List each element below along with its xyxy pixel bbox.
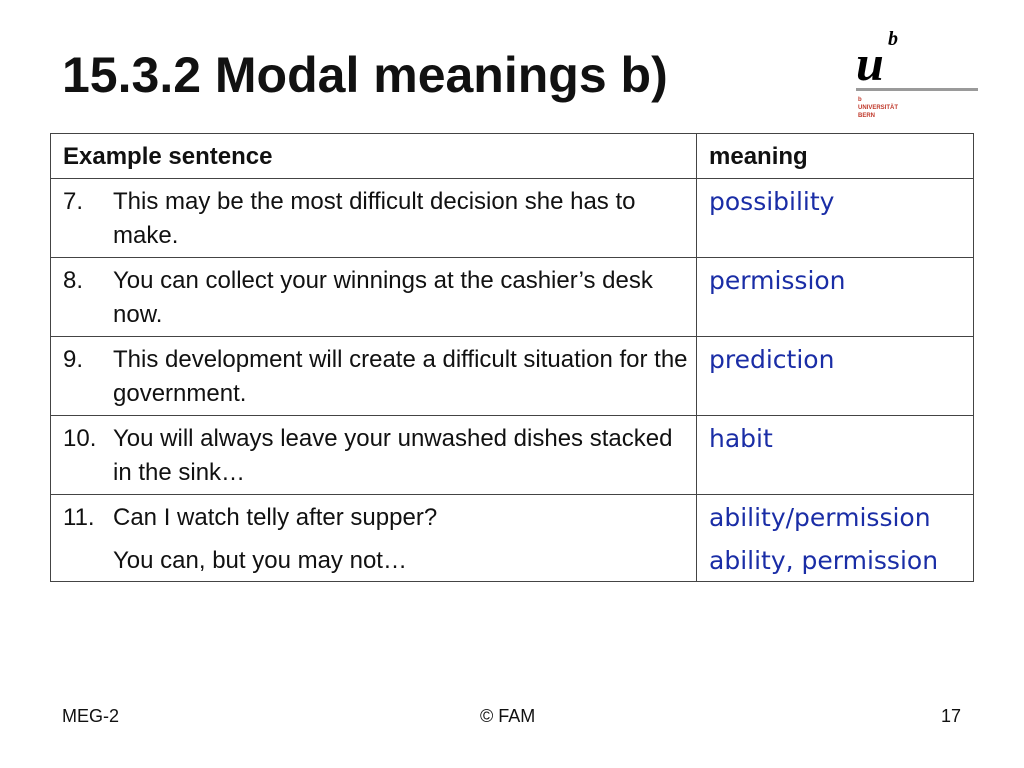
- example-sentence: This may be the most difficult decision …: [113, 188, 636, 249]
- logo-divider: [856, 88, 978, 91]
- sentence-cell: 8. You can collect your winnings at the …: [50, 257, 697, 337]
- logo-text-line: b: [858, 97, 862, 103]
- example-sentence: Can I watch telly after supper?: [113, 504, 438, 531]
- meaning-text-reply: ability, permission: [709, 546, 939, 575]
- meaning-cell: permission: [696, 257, 974, 337]
- logo-superscript: b: [888, 28, 898, 50]
- logo-text-line: UNIVERSITÄT: [858, 105, 899, 111]
- logo-text-line: BERN: [858, 113, 876, 119]
- slide-title: 15.3.2 Modal meanings b): [62, 47, 668, 103]
- header-example-sentence: Example sentence: [50, 133, 697, 179]
- logo-text: b UNIVERSITÄT BERN: [858, 96, 898, 120]
- row-number: 8.: [63, 267, 84, 294]
- table-row: 9. This development will create a diffic…: [50, 336, 974, 416]
- meaning-cell: ability/permission ability, permission: [696, 494, 974, 582]
- example-sentence: You will always leave your unwashed dish…: [113, 425, 673, 486]
- sentence-cell: 10. You will always leave your unwashed …: [50, 415, 697, 495]
- table-header-row: Example sentence meaning: [50, 133, 974, 179]
- footer-copyright: © FAM: [480, 706, 536, 726]
- sentence-cell: 11. Can I watch telly after supper? You …: [50, 494, 697, 582]
- header-meaning: meaning: [696, 133, 974, 179]
- sentence-cell: 9. This development will create a diffic…: [50, 336, 697, 416]
- footer-course: MEG-2: [62, 706, 120, 726]
- example-sentence-reply: You can, but you may not…: [113, 547, 407, 574]
- table-row: 10. You will always leave your unwashed …: [50, 415, 974, 495]
- university-logo: u b b UNIVERSITÄT BERN: [856, 22, 980, 122]
- sentence-cell: 7. This may be the most difficult decisi…: [50, 178, 697, 258]
- row-number: 9.: [63, 346, 84, 373]
- example-sentence: This development will create a difficult…: [113, 346, 688, 407]
- footer-page-number: 17: [941, 706, 962, 726]
- example-sentence: You can collect your winnings at the cas…: [113, 267, 653, 328]
- meaning-text: ability/permission: [709, 503, 931, 532]
- meaning-cell: possibility: [696, 178, 974, 258]
- modal-meanings-table: Example sentence meaning 7. This may be …: [50, 133, 974, 582]
- table-row: 11. Can I watch telly after supper? You …: [50, 494, 974, 582]
- meaning-cell: prediction: [696, 336, 974, 416]
- row-number: 7.: [63, 188, 84, 215]
- table-row: 7. This may be the most difficult decisi…: [50, 178, 974, 258]
- table-row: 8. You can collect your winnings at the …: [50, 257, 974, 337]
- logo-mark: u: [856, 35, 884, 91]
- row-number: 11.: [63, 504, 95, 531]
- meaning-cell: habit: [696, 415, 974, 495]
- row-number: 10.: [63, 425, 97, 452]
